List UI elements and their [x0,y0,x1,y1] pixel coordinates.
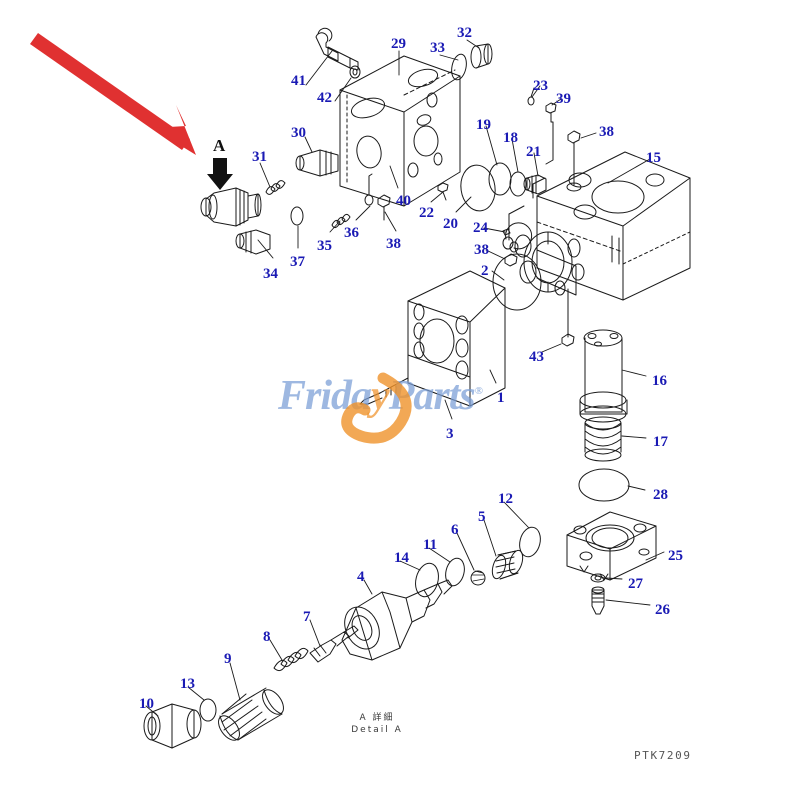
callout-29[interactable]: 29 [391,36,406,52]
callout-15[interactable]: 15 [646,150,661,166]
callout-21[interactable]: 21 [526,144,541,160]
detail-a-note: A 詳細 Detail A [322,712,432,736]
callout-20[interactable]: 20 [443,216,458,232]
callout-30[interactable]: 30 [291,125,306,141]
part-screw-40 [377,194,391,221]
part-spring-5 [491,549,524,580]
callout-9[interactable]: 9 [224,651,232,667]
part-bolt-26 [591,586,605,615]
callout-37[interactable]: 37 [290,254,305,270]
callout-18[interactable]: 18 [503,130,518,146]
part-pin-36 [364,173,374,206]
part-relief-valve-A [200,187,262,227]
part-spring-9 [218,687,284,741]
part-pin-24 [502,228,511,236]
callout-43[interactable]: 43 [529,349,544,365]
part-washer-42 [349,65,361,79]
callout-26[interactable]: 26 [655,602,670,618]
callout-14[interactable]: 14 [394,550,409,566]
callout-3[interactable]: 3 [446,426,454,442]
callout-17[interactable]: 17 [653,434,668,450]
callout-41[interactable]: 41 [291,73,306,89]
part-spring-17 [584,416,622,462]
callout-19[interactable]: 19 [476,117,491,133]
callout-27[interactable]: 27 [628,576,643,592]
callout-24[interactable]: 24 [473,220,488,236]
part-oring-37 [290,206,304,226]
callout-38c[interactable]: 38 [474,242,489,258]
callout-33[interactable]: 33 [430,40,445,56]
part-oring-20 [460,164,496,212]
section-marker-a: A [213,136,226,155]
part-oring-33 [451,53,467,81]
callout-25[interactable]: 25 [668,548,683,564]
callout-11[interactable]: 11 [423,537,438,553]
part-pin-23 [527,87,535,106]
callout-16[interactable]: 16 [652,373,667,389]
callout-5[interactable]: 5 [478,509,486,525]
part-sleeve-16 [579,329,628,423]
callout-1[interactable]: 1 [497,390,505,406]
part-poppet-7 [309,625,359,663]
part-cartridge-30 [295,149,339,177]
callout-7[interactable]: 7 [303,609,311,625]
callout-39[interactable]: 39 [556,91,571,107]
leader-lines [145,39,665,717]
callout-8[interactable]: 8 [263,629,271,645]
part-block-3 [359,270,506,407]
red-highlight-arrow [30,33,196,155]
callout-28[interactable]: 28 [653,487,668,503]
part-flange-25 [566,511,657,581]
callout-32[interactable]: 32 [457,25,472,41]
callout-23[interactable]: 23 [533,78,548,94]
callout-22[interactable]: 22 [419,205,434,221]
part-spring-31 [265,180,286,195]
callout-10[interactable]: 10 [139,696,154,712]
part-oring-14 [415,562,439,598]
part-bolt-39 [545,102,557,165]
detail-a-note-en: Detail A [351,725,403,736]
part-oring-12 [519,526,541,558]
callout-40[interactable]: 40 [396,193,411,209]
part-cartridge-34 [235,229,271,255]
callout-42[interactable]: 42 [317,90,332,106]
callout-36[interactable]: 36 [344,225,359,241]
part-oring-28 [578,468,630,502]
detail-a-note-jp: A 詳細 [359,713,395,723]
part-bolt-38-mid [504,253,518,267]
part-pin-22 [437,182,449,201]
part-bolt-38-top [566,130,582,192]
callout-6[interactable]: 6 [451,522,459,538]
part-nut-10 [143,703,202,749]
part-ring-11 [445,557,465,587]
part-main-valve-body-15 [536,151,691,301]
callout-2[interactable]: 2 [481,263,489,279]
part-bolt-43 [561,288,575,347]
part-body-29 [339,55,461,207]
callout-38b[interactable]: 38 [386,236,401,252]
callout-35[interactable]: 35 [317,238,332,254]
callout-12[interactable]: 12 [498,491,513,507]
part-oring-13 [199,698,217,722]
part-ball-6 [470,570,486,586]
callout-38[interactable]: 38 [599,124,614,140]
callout-4[interactable]: 4 [357,569,365,585]
diagram-code: PTK7209 [634,749,692,762]
callout-13[interactable]: 13 [180,676,195,692]
part-spring-8 [273,647,309,672]
part-washer-27 [590,573,606,583]
callout-31[interactable]: 31 [252,149,267,165]
callout-34[interactable]: 34 [263,266,278,282]
